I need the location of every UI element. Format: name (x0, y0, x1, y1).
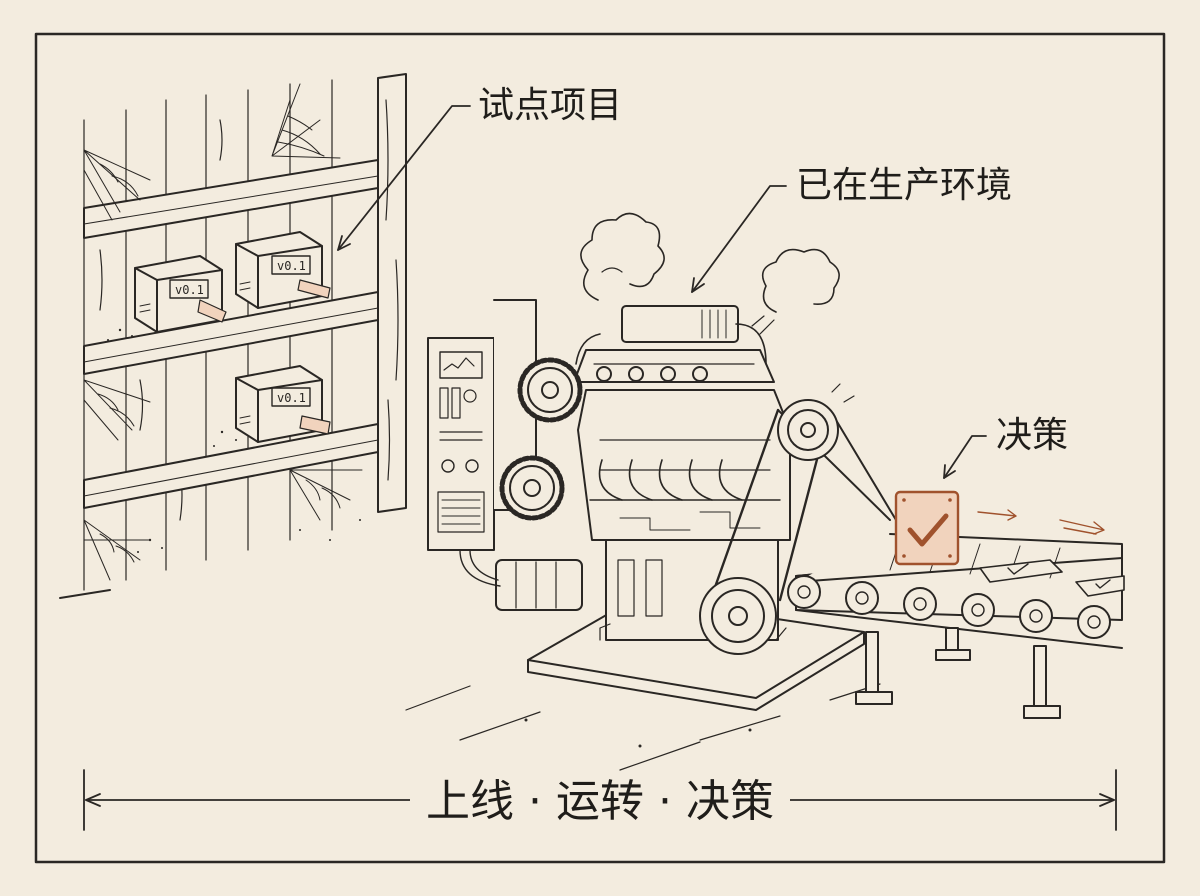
cobweb-icon (289, 469, 363, 521)
engine-icon (427, 299, 865, 711)
box-tag: v0.1 (277, 391, 306, 405)
frame (34, 32, 1166, 864)
steam-icon (580, 212, 665, 301)
cobweb-icon (83, 519, 151, 581)
floor-lines (405, 683, 881, 771)
callout-production (691, 185, 787, 293)
caption: 上线 · 运转 · 决策 (0, 776, 1200, 827)
gear-icon (499, 455, 565, 521)
checkmark-icon (894, 490, 960, 566)
label-production: 已在生产环境 (796, 165, 1013, 206)
box-icon (235, 231, 331, 309)
box-tag: v0.1 (175, 283, 204, 297)
cobweb-icon (271, 83, 341, 159)
gear-icon (517, 357, 583, 423)
belt-icon (699, 383, 897, 655)
label-pilot: 试点项目 (478, 85, 623, 126)
box-icon (235, 365, 331, 443)
cobweb-icon (83, 149, 151, 221)
callout-pilot (337, 105, 471, 251)
shelf (59, 73, 407, 599)
label-decision: 决策 (996, 415, 1069, 456)
box-tag: v0.1 (277, 259, 306, 273)
callout-decision (943, 435, 987, 479)
box-icon (134, 255, 227, 333)
arrow-icon (977, 509, 1105, 535)
caption-text: 上线 · 运转 · 决策 (410, 776, 790, 827)
cobweb-icon (83, 379, 151, 441)
steam-icon (751, 248, 840, 335)
